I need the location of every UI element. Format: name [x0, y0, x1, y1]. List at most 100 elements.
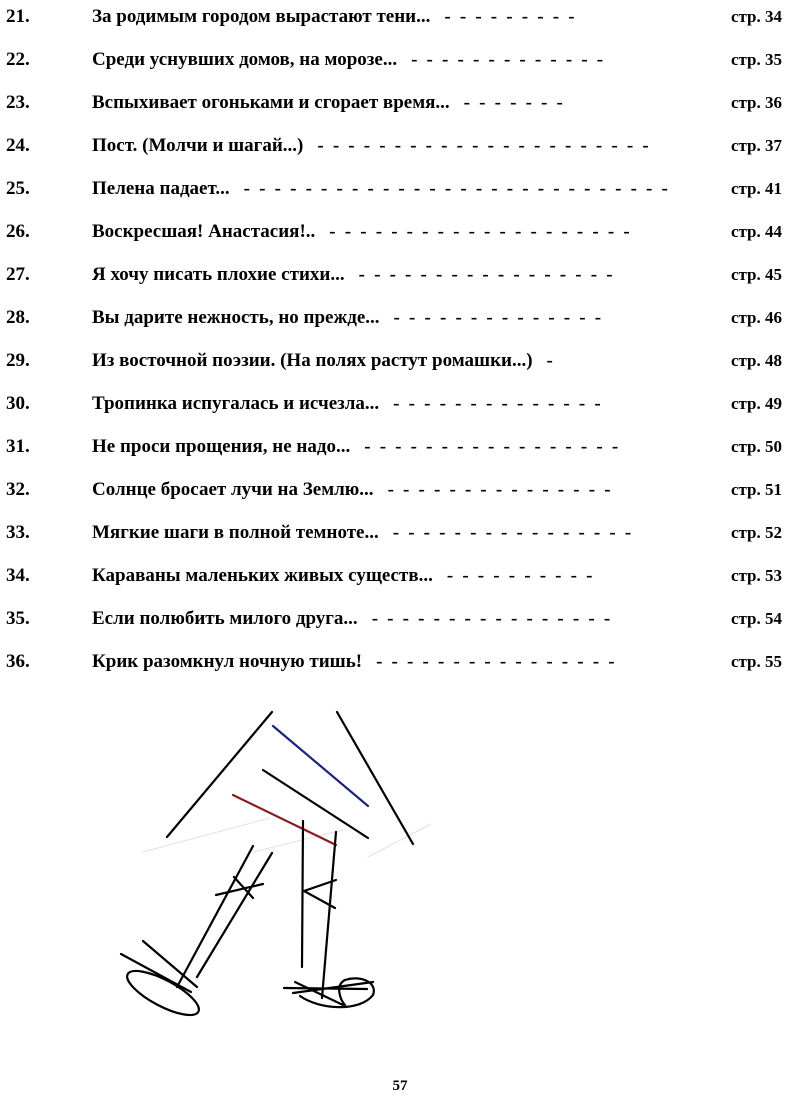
toc-entry: 31. Не проси прощения, не надо...- - - - …: [0, 432, 800, 462]
toc-entry: 33. Мягкие шаги в полной темноте...- - - …: [0, 518, 800, 548]
entry-title-line: Солнце бросает лучи на Землю...- - - - -…: [92, 475, 613, 505]
dot-leader: - - - - - - - - - - - - - - - - -: [358, 264, 615, 285]
entry-number: 35.: [6, 608, 30, 629]
entry-number: 24.: [6, 135, 30, 156]
entry-title-line: Если полюбить милого друга... - - - - - -…: [92, 604, 612, 634]
entry-title: Из восточной поэзии. (На полях растут ро…: [92, 350, 533, 371]
page-number: 57: [392, 1078, 408, 1094]
entry-page: стр. 53: [730, 566, 782, 585]
entry-number: 30.: [6, 393, 30, 414]
entry-title: Солнце бросает лучи на Землю...: [92, 479, 374, 500]
entry-page: стр. 51: [730, 480, 782, 499]
entry-page: стр. 45: [730, 265, 782, 284]
entry-page: стр. 44: [730, 222, 782, 241]
toc-entry: 35. Если полюбить милого друга... - - - - …: [0, 604, 800, 634]
toc-entry: 21. За родимым городом вырастают тени...-…: [0, 2, 800, 32]
entry-title-line: Тропинка испугалась и исчезла...- - - - …: [92, 389, 603, 419]
faint-line: [252, 829, 344, 853]
entry-page: стр. 37: [730, 136, 782, 155]
entry-number: 23.: [6, 92, 30, 113]
left-leg-stroke: [195, 851, 274, 979]
toc-entry: 36. Крик разомкнул ночную тишь!- - - - - …: [0, 647, 800, 677]
right-foot-stroke: [291, 980, 375, 995]
left-foot-ellipse: [126, 969, 200, 1017]
red-stroke: [231, 793, 338, 847]
entry-title: Я хочу писать плохие стихи...: [92, 264, 345, 285]
entry-number: 27.: [6, 264, 30, 285]
dot-leader: - - - - - - - - - - - - - - - -: [371, 608, 613, 629]
entry-title: Крик разомкнул ночную тишь!: [92, 651, 363, 672]
entry-page: стр. 49: [730, 394, 782, 413]
toc-entry: 29. Из восточной поэзии. (На полях растут…: [0, 346, 800, 376]
entry-title-line: Мягкие шаги в полной темноте...- - - - -…: [92, 518, 633, 548]
right-leg-stroke: [320, 830, 338, 1000]
dot-leader: - - - - - - - - - - - - - - - - - - - -: [329, 221, 632, 242]
roof-right-stroke: [335, 710, 415, 846]
middle-stroke: [261, 768, 370, 840]
right-foot-scribble: [298, 977, 375, 1009]
entry-number: 36.: [6, 651, 30, 672]
entry-title-line: Караваны маленьких живых существ...- - -…: [92, 561, 595, 591]
entry-number: 21.: [6, 6, 30, 27]
toc-entry: 26.Воскресшая! Анастасия!..- - - - - - -…: [0, 217, 800, 247]
entry-number: 31.: [6, 436, 30, 457]
entry-title-line: Вы дарите нежность, но прежде... - - - - …: [92, 303, 603, 333]
dot-leader: - - - - - - - - -: [444, 6, 577, 27]
toc-entry: 24. Пост. (Молчи и шагай...)- - - - - - -…: [0, 131, 800, 161]
entry-title: Не проси прощения, не надо...: [92, 436, 351, 457]
roof-left-stroke: [165, 710, 274, 839]
toc-entry: 30. Тропинка испугалась и исчезла...- - -…: [0, 389, 800, 419]
blue-stroke: [271, 724, 370, 808]
entry-title: Если полюбить милого друга...: [92, 608, 358, 629]
entry-page: стр. 54: [730, 609, 782, 628]
left-knee-stroke: [232, 875, 255, 900]
right-knee-stroke: [301, 878, 338, 910]
left-knee-stroke: [214, 882, 265, 897]
entry-title-line: За родимым городом вырастают тени... - - …: [92, 2, 577, 32]
entry-title-line: Пост. (Молчи и шагай...)- - - - - - - - …: [92, 131, 651, 161]
entry-title: Тропинка испугалась и исчезла...: [92, 393, 380, 414]
entry-number: 33.: [6, 522, 30, 543]
left-leg-stroke: [175, 844, 255, 989]
dot-leader: -: [546, 350, 556, 371]
entry-number: 29.: [6, 350, 30, 371]
entry-title-line: Среди уснувших домов, на морозе...- - - …: [92, 45, 605, 75]
toc-entry: 23. Вспыхивает огоньками и сгорает время.…: [0, 88, 800, 118]
dot-leader: - - - - - - - - - - - - -: [411, 49, 606, 70]
entry-page: стр. 52: [730, 523, 782, 542]
entry-page: стр. 46: [730, 308, 782, 327]
entry-title: Вспыхивает огоньками и сгорает время...: [92, 92, 450, 113]
entry-title-line: Не проси прощения, не надо...- - - - - -…: [92, 432, 620, 462]
toc-entry: 22.Среди уснувших домов, на морозе...- -…: [0, 45, 800, 75]
entry-page: стр. 55: [730, 652, 782, 671]
entry-page: стр. 41: [730, 179, 782, 198]
entry-title-line: Из восточной поэзии. (На полях растут ро…: [92, 346, 555, 376]
entry-page: стр. 35: [730, 50, 782, 69]
left-foot-stroke: [119, 952, 193, 994]
right-foot-stroke: [293, 980, 345, 1007]
entry-page: стр. 48: [730, 351, 782, 370]
entry-page: стр. 50: [730, 437, 782, 456]
entry-title-line: Крик разомкнул ночную тишь!- - - - - - -…: [92, 647, 617, 677]
entry-title: Вы дарите нежность, но прежде...: [92, 307, 380, 328]
dot-leader: - - - - - - -: [463, 92, 566, 113]
right-leg-stroke: [300, 819, 305, 969]
toc-entry: 28.Вы дарите нежность, но прежде...- - -…: [0, 303, 800, 333]
entry-title: Пелена падает...: [92, 178, 230, 199]
faint-line: [142, 817, 271, 853]
entry-title: Пост. (Молчи и шагай...): [92, 135, 304, 156]
dot-leader: - - - - - - - - - - - - - - - - - - - - …: [243, 178, 671, 199]
entry-title: Воскресшая! Анастасия!..: [92, 221, 316, 242]
entry-title-line: Вспыхивает огоньками и сгорает время...-…: [92, 88, 565, 118]
dot-leader: - - - - - - - - - - - - - -: [393, 307, 604, 328]
entry-title-line: Я хочу писать плохие стихи... - - - - - -…: [92, 260, 615, 290]
toc-entry: 34. Караваны маленьких живых существ...- …: [0, 561, 800, 591]
entry-title-line: Пелена падает... - - - - - - - - - - - - …: [92, 174, 670, 204]
entry-page: стр. 36: [730, 93, 782, 112]
entry-number: 25.: [6, 178, 30, 199]
entry-number: 34.: [6, 565, 30, 586]
entry-title: За родимым городом вырастают тени...: [92, 6, 431, 27]
entry-title-line: Воскресшая! Анастасия!.. - - - - - - - - …: [92, 217, 632, 247]
toc-entry: 32.Солнце бросает лучи на Землю...- - - …: [0, 475, 800, 505]
toc-entry: 27. Я хочу писать плохие стихи... - - - - …: [0, 260, 800, 290]
